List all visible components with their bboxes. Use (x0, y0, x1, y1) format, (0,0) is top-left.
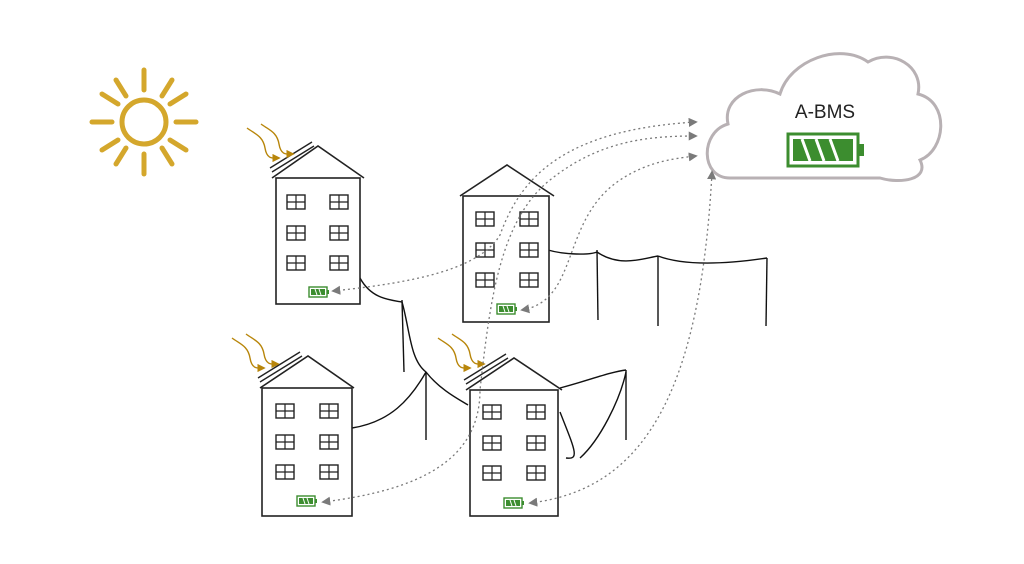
solar-rays-icon (232, 334, 278, 368)
solar-panel (257, 351, 301, 379)
battery-icon (786, 132, 864, 168)
communication-links (321, 117, 717, 507)
cloud-label: A-BMS (795, 102, 855, 123)
solar-panel (269, 141, 313, 169)
solar-rays-icon (438, 334, 484, 368)
sun-icon (89, 67, 199, 177)
solar-rays-icon (247, 124, 293, 158)
building-bottom-left (232, 334, 355, 517)
power-lines (351, 249, 768, 459)
building-bottom-middle (438, 334, 563, 517)
cloud-icon: A-BMS (705, 52, 943, 182)
building-top-left (247, 124, 365, 305)
